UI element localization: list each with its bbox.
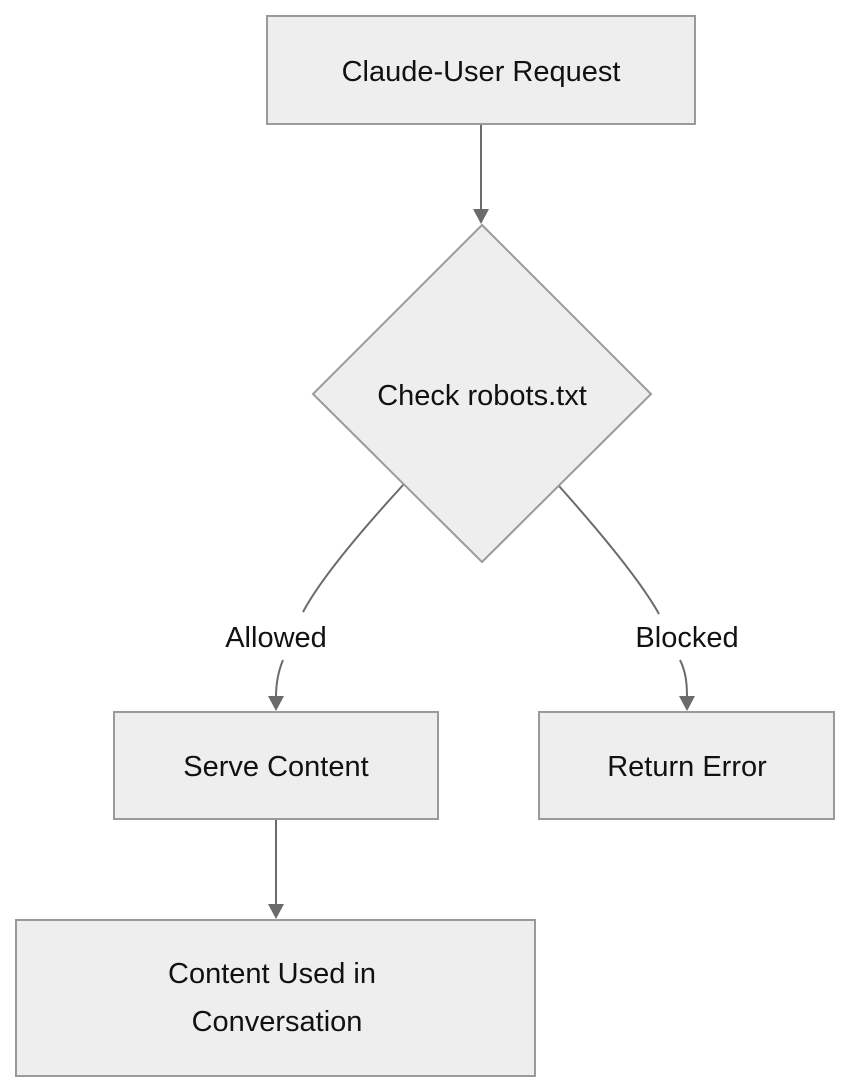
- node-label-check: Check robots.txt: [377, 380, 587, 412]
- node-content-used-in-conversation: Content Used in Conversation: [15, 919, 536, 1077]
- edge-check-to-error: [558, 485, 695, 711]
- arrowhead-icon: [679, 696, 695, 711]
- edge-label-blocked: Blocked: [635, 622, 738, 654]
- arrowhead-icon: [268, 904, 284, 919]
- edge-serve-to-used: [268, 820, 284, 919]
- node-return-error: Return Error: [538, 711, 835, 820]
- edge-request-to-check: [473, 125, 489, 224]
- node-claude-user-request: Claude-User Request: [266, 15, 696, 125]
- node-serve-content: Serve Content: [113, 711, 439, 820]
- node-check-robots-decision: Check robots.txt: [311, 223, 653, 564]
- node-label-serve: Serve Content: [183, 751, 368, 783]
- node-label-used-line-1: Content Used in: [168, 958, 376, 990]
- node-label-request: Claude-User Request: [342, 56, 621, 88]
- node-label-error: Return Error: [607, 751, 767, 783]
- arrowhead-icon: [473, 209, 489, 224]
- arrowhead-icon: [268, 696, 284, 711]
- edge-check-to-serve: [268, 483, 405, 711]
- edge-label-allowed: Allowed: [225, 622, 327, 654]
- node-label-used-line-2: Conversation: [192, 1006, 363, 1038]
